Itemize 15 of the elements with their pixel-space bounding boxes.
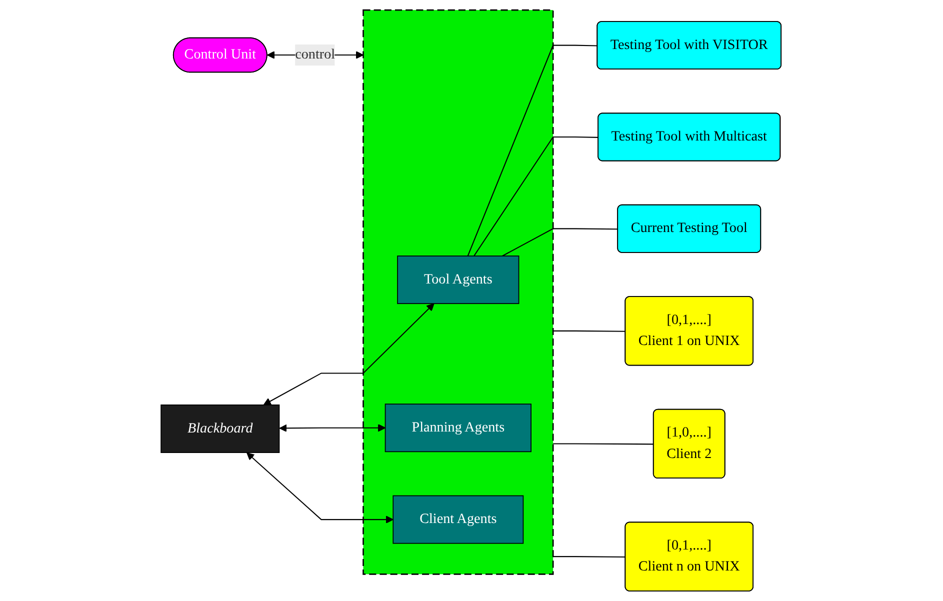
node-box: Planning Agents (385, 404, 532, 452)
arrow (246, 452, 394, 524)
connector (474, 136, 599, 256)
connector (468, 44, 598, 256)
connector (554, 330, 626, 332)
node-box: Tool Agents (398, 256, 520, 304)
node-box: Client Agents (393, 495, 524, 544)
cluster (363, 9, 554, 575)
arrow (264, 303, 435, 406)
arrow (280, 424, 386, 432)
connector (502, 228, 618, 256)
connector (554, 556, 626, 558)
edge-label: control (296, 47, 336, 62)
node-box: Blackboard (161, 404, 280, 453)
connector (554, 443, 654, 445)
